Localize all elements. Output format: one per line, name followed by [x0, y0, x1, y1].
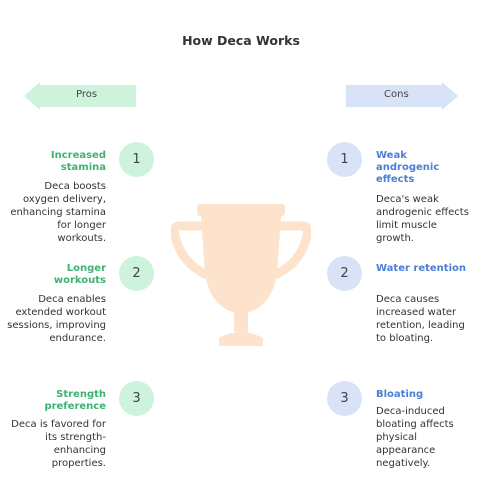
con-description-1: Deca's weak androgenic effects limit mus… [376, 194, 469, 244]
con-heading-2: Water retention [376, 263, 466, 274]
right-arrow-icon [346, 82, 458, 110]
trophy-icon [171, 204, 311, 346]
con-description-3: Deca-induced bloating affects physical a… [376, 406, 454, 469]
pro-heading-2: Longer workouts [53, 263, 106, 286]
pro-number-1: 1 [119, 142, 154, 177]
con-number-1: 1 [327, 142, 362, 177]
con-description-2: Deca causes increased water retention, l… [376, 294, 465, 344]
pro-heading-1: Increased stamina [50, 150, 106, 173]
pro-number-3: 3 [119, 381, 154, 416]
con-number-3: 3 [327, 381, 362, 416]
pro-heading-3: Strength preference [44, 389, 106, 412]
con-heading-3: Bloating [376, 389, 424, 400]
pro-description-3: Deca is favored for its strength-enhanci… [11, 419, 106, 469]
pro-number-2: 2 [119, 256, 154, 291]
pro-description-2: Deca enables extended workout sessions, … [7, 294, 106, 344]
pros-arrow: Pros [24, 82, 136, 110]
cons-arrow: Cons [346, 82, 458, 110]
pros-label: Pros [76, 89, 98, 100]
page-title: How Deca Works [182, 33, 300, 48]
con-heading-1: Weak androgenic effects [376, 150, 440, 185]
pro-description-1: Deca boosts oxygen delivery, enhancing s… [10, 181, 106, 244]
con-number-2: 2 [327, 256, 362, 291]
left-arrow-icon [24, 82, 136, 110]
cons-label: Cons [384, 89, 409, 100]
